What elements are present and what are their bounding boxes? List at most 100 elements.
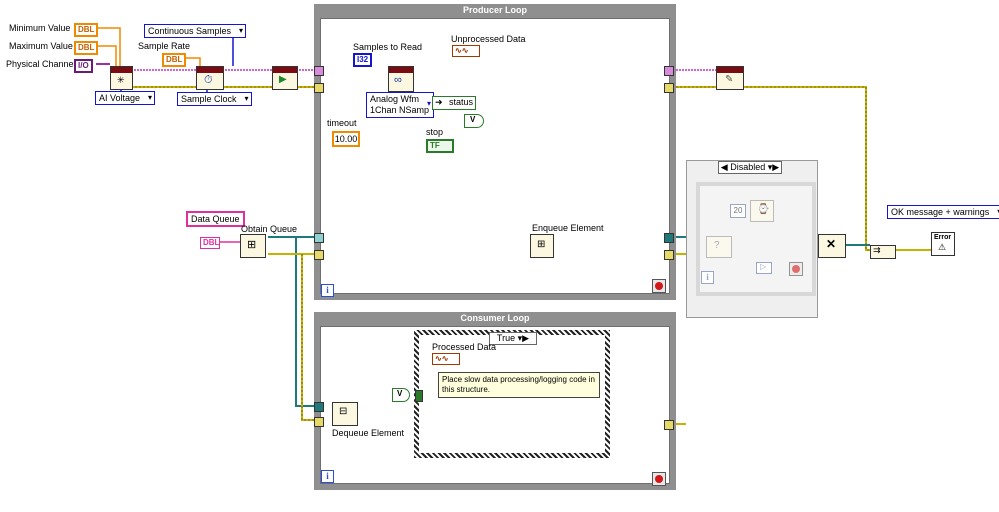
daqmx-clear-vi[interactable]: ✎ [716, 66, 744, 90]
disabled-selector-label: Disabled [730, 162, 766, 172]
warning-icon: ⚠ [938, 242, 947, 252]
status-label: status [449, 97, 474, 107]
producer-loop-title: Producer Loop [462, 5, 527, 15]
read-mode-line2: 1Chan NSamp [370, 105, 430, 115]
consumer-queue-tunnel [314, 402, 324, 412]
dequeue-icon: ⊟ [339, 406, 348, 417]
merge-icon: ⇉ [873, 245, 881, 255]
queue-status-icon: ? [714, 240, 720, 251]
consumer-iteration-terminal: i [321, 470, 334, 483]
timeout-control[interactable]: 10.00 [332, 131, 360, 147]
error-shift-register-in [314, 83, 324, 93]
stop-label: stop [426, 127, 444, 137]
producer-loop-body [320, 18, 670, 294]
disabled-iteration-terminal: i [701, 271, 714, 284]
release-x-icon: ✕ [826, 237, 837, 251]
wait-ms-vi: ⌚ [750, 200, 774, 222]
daqmx-start-vi[interactable]: ▶ [272, 66, 298, 90]
release-queue-vi-disabled: ? [706, 236, 732, 258]
waveform-icon: ∿∿ [455, 46, 469, 55]
play-icon: ▶ [279, 74, 287, 85]
physical-channel-label: Physical Channel [6, 59, 76, 69]
disabled-stop-condition [789, 262, 803, 276]
stop-button-terminal[interactable]: TF [426, 139, 454, 153]
selector-dropdown-icon: ▾▶ [767, 162, 780, 172]
error-tunnel-in-2 [314, 250, 324, 260]
case-selector-label: True [496, 333, 516, 343]
read-glasses-icon: ∞ [394, 74, 402, 86]
consumer-stop-condition[interactable] [652, 472, 666, 486]
unprocessed-data-indicator[interactable]: ∿∿ [452, 45, 480, 57]
chevron-down-icon: ▾ [426, 99, 431, 108]
producer-iteration-terminal: i [321, 284, 334, 297]
unbundle-status[interactable]: ➜ status [432, 96, 476, 110]
producer-loop[interactable]: Producer Loop [314, 4, 676, 300]
ai-voltage-enum[interactable]: AI Voltage [95, 91, 156, 105]
data-queue-label: Data Queue [186, 211, 245, 227]
waveform-icon-2: ∿∿ [435, 354, 449, 363]
obtain-queue-label: Obtain Queue [241, 224, 298, 234]
compare-icon: ▷ [760, 262, 767, 271]
error-shift-register-out [664, 83, 674, 93]
eraser-icon: ✎ [725, 74, 734, 85]
create-channel-icon: ✳ [117, 75, 125, 85]
case-dropdown-icon: ▾▶ [517, 333, 530, 343]
queue-tunnel-in [314, 233, 324, 243]
producer-stop-condition[interactable] [652, 279, 666, 293]
consumer-case-selector[interactable]: True ▾▶ [489, 332, 537, 345]
consumer-loop-title: Consumer Loop [460, 313, 530, 323]
processing-note: Place slow data processing/logging code … [438, 372, 600, 398]
sample-rate-label: Sample Rate [138, 41, 191, 51]
consumer-error-out [664, 420, 674, 430]
min-value-label: Minimum Value [9, 23, 71, 33]
or-symbol-icon-2: V [397, 389, 403, 398]
min-value-terminal[interactable]: DBL [74, 23, 99, 37]
daqmx-read-vi[interactable]: ∞ [388, 66, 414, 92]
daqmx-timing-vi[interactable]: ⏱ [196, 66, 224, 90]
samples-to-read-label: Samples to Read [353, 42, 423, 52]
obtain-queue-vi[interactable]: ⊞ [240, 234, 266, 258]
read-mode-selector[interactable]: Analog Wfm 1Chan NSamp ▾ [366, 92, 434, 118]
error-handler-text: Error [934, 234, 952, 241]
selector-left-icon: ◀ [720, 162, 728, 172]
max-value-terminal[interactable]: DBL [74, 41, 99, 55]
error-tunnel-out-2 [664, 250, 674, 260]
clock-icon: ⏱ [204, 74, 213, 86]
read-mode-line1: Analog Wfm [370, 94, 420, 104]
enqueue-icon: ⊞ [537, 239, 546, 250]
case-selector-terminal [415, 390, 423, 402]
data-queue-constant[interactable]: DBL [200, 237, 220, 249]
enqueue-label: Enqueue Element [532, 223, 604, 233]
error-dialog-type-enum[interactable]: OK message + warnings [887, 205, 999, 219]
timeout-label: timeout [327, 118, 357, 128]
dequeue-label: Dequeue Element [332, 428, 405, 438]
queue-tunnel-out [664, 233, 674, 243]
merge-errors-vi[interactable]: ⇉ [870, 245, 896, 259]
or-symbol-icon: V [470, 115, 476, 124]
queue-icon: ⊞ [247, 239, 257, 251]
processed-data-label: Processed Data [432, 342, 497, 352]
wait-clock-icon: ⌚ [757, 204, 770, 215]
sample-rate-terminal[interactable]: DBL [162, 53, 187, 67]
physical-channel-terminal[interactable]: I/O [74, 59, 93, 73]
or-function[interactable]: V [464, 114, 484, 128]
task-tunnel-in [314, 66, 324, 76]
simple-error-handler-vi[interactable]: Error ⚠ [931, 232, 955, 256]
consumer-error-tunnel [314, 417, 324, 427]
enqueue-element-vi[interactable]: ⊞ [530, 234, 554, 258]
dequeue-element-vi[interactable]: ⊟ [332, 402, 358, 426]
arrow-right-icon: ➜ [435, 97, 443, 107]
sample-clock-enum[interactable]: Sample Clock [177, 92, 252, 106]
wait-ms-constant: 20 [730, 204, 746, 218]
processed-data-indicator[interactable]: ∿∿ [432, 353, 460, 365]
greater-than-zero-function: ▷ [756, 262, 772, 274]
daqmx-create-channel-vi[interactable]: ✳ [110, 66, 133, 90]
sample-mode-enum[interactable]: Continuous Samples [144, 24, 247, 38]
samples-to-read-terminal[interactable]: I32 [353, 53, 373, 67]
release-queue-vi[interactable]: ✕ [818, 234, 846, 258]
max-value-label: Maximum Value [9, 41, 73, 51]
task-tunnel-out [664, 66, 674, 76]
unprocessed-data-label: Unprocessed Data [451, 34, 526, 44]
disabled-case-selector[interactable]: ◀ Disabled ▾▶ [718, 161, 782, 174]
consumer-or-function[interactable]: V [392, 388, 410, 402]
